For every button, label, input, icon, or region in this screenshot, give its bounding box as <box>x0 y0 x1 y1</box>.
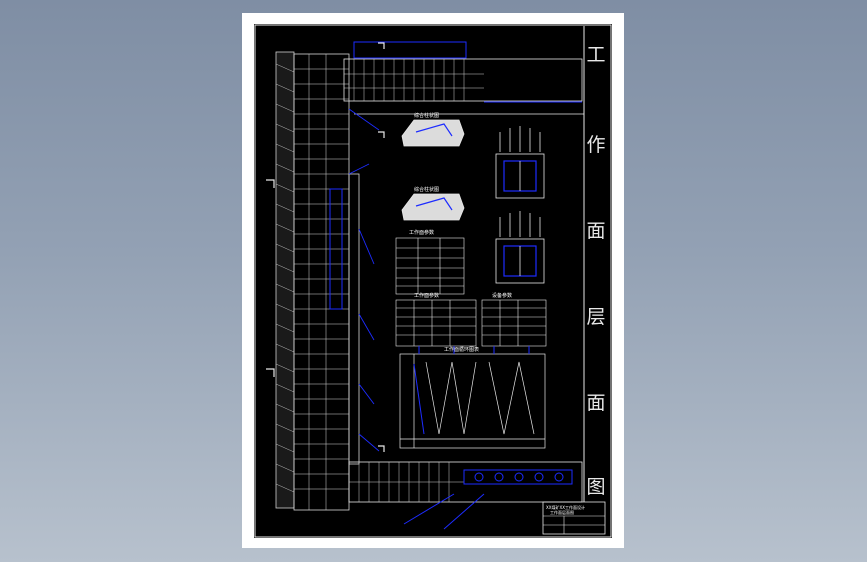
parameter-table-1 <box>395 237 465 295</box>
titleblock-line-2: 工作面层面图 <box>550 510 574 515</box>
equipment-table <box>481 299 547 347</box>
label-section-1: 综合柱状图 <box>414 113 440 119</box>
cycle-chart <box>399 353 546 449</box>
tailgate-grid <box>349 462 464 502</box>
title-char-2: 作 <box>586 134 606 156</box>
cad-canvas[interactable]: 工 作 面 层 面 图 综合柱状图 综合柱状图 工作面参数 工作面参数 设备参数… <box>254 24 612 538</box>
coal-seam-strip <box>275 51 295 509</box>
title-char-1: 工 <box>586 44 606 66</box>
drawing-sheet: 工 作 面 层 面 图 综合柱状图 综合柱状图 工作面参数 工作面参数 设备参数… <box>242 13 624 548</box>
label-table-3: 设备参数 <box>492 293 513 299</box>
label-table-1: 工作面参数 <box>409 230 435 236</box>
section-markers <box>266 42 385 452</box>
headgate-grid <box>344 59 484 101</box>
conveyor-line <box>348 173 360 465</box>
title-char-3: 面 <box>586 220 606 242</box>
support-band <box>293 53 350 511</box>
title-char-5: 面 <box>586 392 606 414</box>
shearer-blue <box>329 188 343 310</box>
titleblock-line-1: XX煤矿XX工作面设计 <box>546 505 585 510</box>
tailgate-equipment <box>403 469 573 530</box>
coal-seam-hatch <box>275 63 295 493</box>
headgate-dimension <box>353 41 467 59</box>
title-char-4: 层 <box>586 306 606 328</box>
titleblock-frame <box>542 501 606 535</box>
cross-section-1 <box>495 126 545 199</box>
support-lines <box>294 54 349 510</box>
cycle-chart-blue-ticks <box>418 346 530 354</box>
cad-drawing <box>254 24 612 538</box>
cross-section-2 <box>495 211 545 284</box>
frame-border <box>254 24 612 538</box>
label-cycle-chart: 工作面循环图表 <box>444 347 480 353</box>
callout-lines <box>348 108 380 452</box>
title-char-6: 图 <box>586 476 606 498</box>
headgate-roadway <box>343 58 583 102</box>
label-table-2: 工作面参数 <box>414 293 440 299</box>
section-view-2 <box>401 193 465 221</box>
section-view-1 <box>401 119 465 147</box>
parameter-table-2 <box>395 299 477 347</box>
label-section-2: 综合柱状图 <box>414 187 440 193</box>
